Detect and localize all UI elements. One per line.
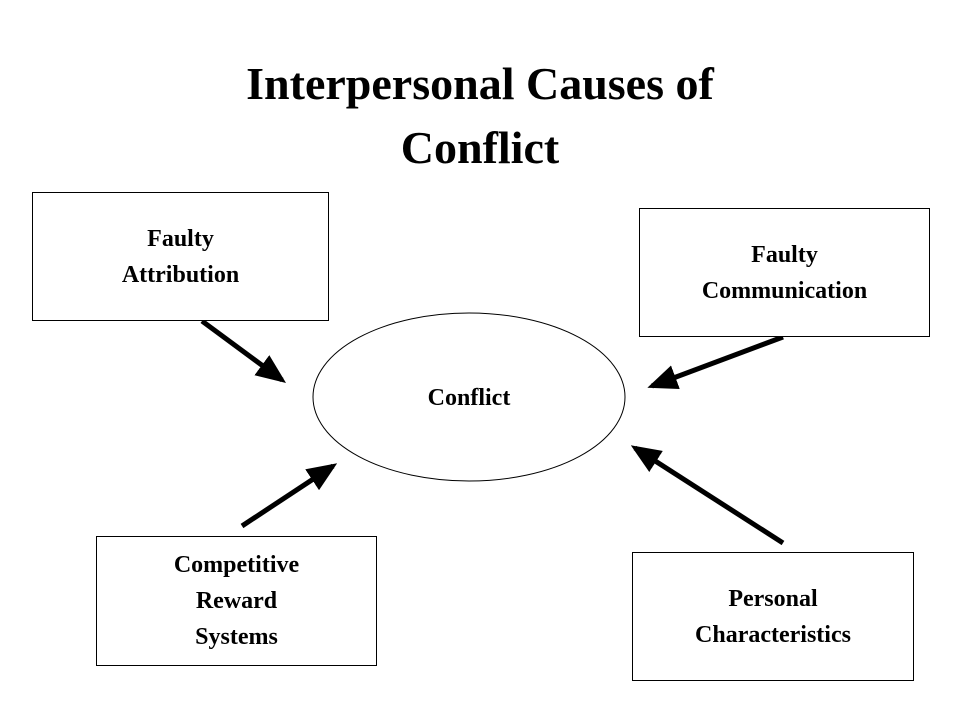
conflict-ellipse [312,312,626,482]
cause-box-faulty-communication: Faulty Communication [639,208,930,337]
cause-box-personal-characteristics: Personal Characteristics [632,552,914,681]
arrow-faulty-attribution [200,318,287,383]
page-title: Interpersonal Causes of Conflict [0,52,960,180]
cause-label-line: Reward [195,588,278,614]
cause-label-line: Competitive [173,552,300,578]
conflict-label: Conflict [427,385,511,411]
arrow-faulty-communication [647,334,784,389]
title-line-2: Conflict [400,122,560,173]
cause-label-line: Faulty [751,241,818,268]
arrow-competitive-reward-systems [240,463,338,529]
arrow-personal-characteristics [630,445,785,546]
cause-label-line: Attribution [121,261,240,288]
cause-box-competitive-reward-systems: Competitive Reward Systems [96,536,377,666]
cause-label-line: Characteristics [695,621,851,648]
cause-label-line: Communication [701,277,868,304]
cause-label-line: Personal [728,585,818,612]
cause-label-line: Faulty [147,225,214,252]
cause-label-line: Systems [195,624,278,650]
cause-box-faulty-attribution: Faulty Attribution [32,192,329,321]
title-line-1: Interpersonal Causes of [246,58,714,109]
